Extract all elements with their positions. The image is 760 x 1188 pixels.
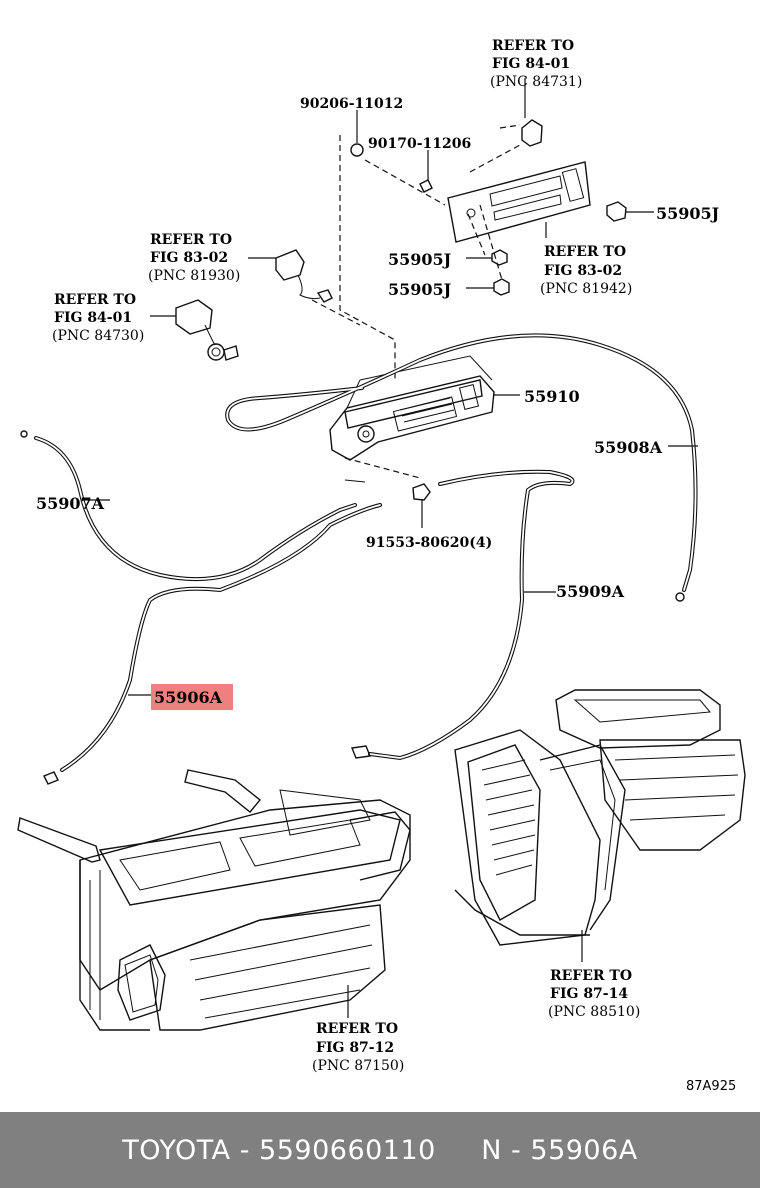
svg-text:REFER TO: REFER TO bbox=[550, 968, 632, 984]
cable-55906A bbox=[43, 503, 382, 785]
label-55905J-a: 55905J bbox=[388, 250, 451, 269]
svg-text:FIG 87-14: FIG 87-14 bbox=[550, 986, 628, 1002]
clip-84731 bbox=[521, 78, 543, 147]
control-head-55910 bbox=[329, 355, 520, 461]
footer-gap bbox=[436, 1135, 481, 1166]
part-info-footer: TOYOTA - 5590660110 N - 55906A bbox=[0, 1112, 760, 1188]
label-ref-84730: REFER TO FIG 84-01 (PNC 84730) bbox=[52, 292, 144, 344]
svg-text:FIG 87-12: FIG 87-12 bbox=[316, 1040, 394, 1056]
label-55909A: 55909A bbox=[556, 582, 625, 601]
control-plate bbox=[447, 161, 591, 243]
svg-text:REFER TO: REFER TO bbox=[492, 38, 574, 54]
knob-55905J-a bbox=[466, 249, 508, 266]
label-91553-80620: 91553-80620(4) bbox=[366, 535, 492, 551]
label-ref-81930: REFER TO FIG 83-02 (PNC 81930) bbox=[148, 232, 240, 284]
label-ref-84731: REFER TO FIG 84-01 (PNC 84731) bbox=[490, 38, 582, 90]
label-55905J-right: 55905J bbox=[656, 204, 719, 223]
label-55905J-b: 55905J bbox=[388, 280, 451, 299]
footer-n-prefix: N bbox=[481, 1134, 502, 1166]
label-ref-87150: REFER TO FIG 87-12 (PNC 87150) bbox=[312, 1021, 404, 1074]
connector-81930 bbox=[248, 249, 333, 303]
knob-55905J-b bbox=[466, 278, 510, 296]
footer-brand: TOYOTA bbox=[122, 1134, 231, 1166]
blower-unit bbox=[454, 689, 746, 962]
svg-text:(PNC 81930): (PNC 81930) bbox=[148, 268, 240, 284]
svg-text:FIG 83-02: FIG 83-02 bbox=[150, 250, 228, 266]
label-90170-11206: 90170-11206 bbox=[368, 136, 471, 152]
cable-55907A bbox=[20, 430, 366, 582]
label-ref-81942: REFER TO FIG 83-02 (PNC 81942) bbox=[540, 244, 632, 297]
parts-diagram: REFER TO FIG 84-01 (PNC 84731) 90206-110… bbox=[17, 38, 746, 1094]
svg-text:(PNC 87150): (PNC 87150) bbox=[312, 1058, 404, 1074]
figure-code: 87A925 bbox=[686, 1079, 736, 1094]
heater-unit bbox=[17, 769, 411, 1031]
label-ref-88510: REFER TO FIG 87-14 (PNC 88510) bbox=[548, 968, 640, 1020]
svg-text:FIG 83-02: FIG 83-02 bbox=[544, 263, 622, 279]
highlight-55906A bbox=[151, 684, 233, 710]
label-90206-11012: 90206-11012 bbox=[300, 96, 403, 112]
svg-text:REFER TO: REFER TO bbox=[150, 232, 232, 248]
svg-text:REFER TO: REFER TO bbox=[544, 244, 626, 260]
svg-text:(PNC 84730): (PNC 84730) bbox=[52, 328, 144, 344]
knob-55905J-right bbox=[606, 201, 654, 222]
screw-91553 bbox=[412, 483, 431, 528]
footer-separator-2: - bbox=[501, 1134, 531, 1166]
svg-text:REFER TO: REFER TO bbox=[316, 1021, 398, 1037]
footer-pnc: 55906A bbox=[530, 1134, 638, 1166]
cable-55908A bbox=[225, 333, 698, 602]
footer-part-number: 5590660110 bbox=[259, 1134, 436, 1166]
svg-text:(PNC 81942): (PNC 81942) bbox=[540, 281, 632, 297]
label-55906A: 55906A bbox=[154, 688, 223, 707]
label-55907A: 55907A bbox=[36, 494, 105, 513]
screw-90170 bbox=[419, 150, 433, 193]
svg-text:REFER TO: REFER TO bbox=[54, 292, 136, 308]
assembly-dash-lines bbox=[311, 124, 521, 479]
footer-separator: - bbox=[230, 1134, 260, 1166]
clip-90206 bbox=[350, 110, 364, 157]
svg-text:FIG 84-01: FIG 84-01 bbox=[54, 310, 132, 326]
svg-text:(PNC 88510): (PNC 88510) bbox=[548, 1004, 640, 1020]
cable-55909A bbox=[351, 469, 575, 761]
label-55908A: 55908A bbox=[594, 438, 663, 457]
svg-text:FIG 84-01: FIG 84-01 bbox=[492, 56, 570, 72]
connector-84730 bbox=[150, 299, 239, 361]
label-55910: 55910 bbox=[524, 387, 580, 406]
svg-text:(PNC 84731): (PNC 84731) bbox=[490, 74, 582, 90]
